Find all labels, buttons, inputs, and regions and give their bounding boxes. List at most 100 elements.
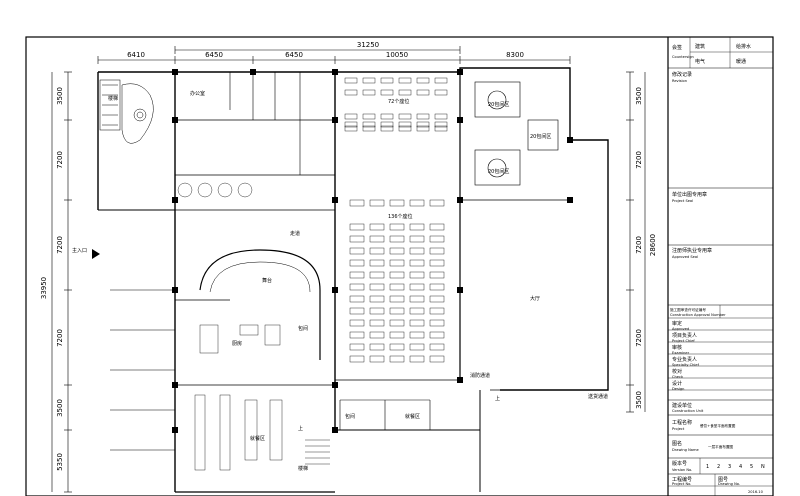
- dining-table: [398, 113, 412, 120]
- curved-partition: [199, 249, 321, 360]
- round-table: [197, 182, 213, 198]
- label-stair-a: 楼梯: [298, 465, 308, 472]
- dim-right-seg-1: 3500: [635, 87, 643, 105]
- dim-left-seg-2: 7200: [56, 151, 64, 169]
- dining-table: [349, 271, 365, 279]
- dining-table: [369, 319, 385, 327]
- dining-table: [349, 295, 365, 303]
- dining-table: [369, 271, 385, 279]
- tb-version-num-3: 3: [728, 464, 731, 470]
- tb-role-en-5: Check: [672, 375, 684, 379]
- dining-table: [369, 295, 385, 303]
- tb-role-4: 专业负责人: [672, 356, 697, 363]
- dining-table: [389, 271, 405, 279]
- tb-electrical: 电气: [695, 58, 705, 65]
- dim-right-total: 28600: [649, 234, 657, 256]
- dim-right-seg-5: 3500: [635, 391, 643, 409]
- dining-table: [349, 331, 365, 339]
- dim-right-seg-2: 7200: [635, 151, 643, 169]
- tb-reg-seal: 注册师执业专用章: [672, 247, 712, 254]
- dining-table: [344, 113, 358, 120]
- dining-table: [434, 121, 448, 128]
- dining-table: [434, 113, 448, 120]
- tb-role-2: 项目负责人: [672, 332, 697, 339]
- dining-table: [434, 77, 448, 84]
- label-fire-passage: 消防通道: [470, 372, 490, 379]
- sheet-border: [25, 36, 774, 496]
- dining-table: [429, 331, 445, 339]
- dining-table: [398, 77, 412, 84]
- curved-partition-inner: [209, 261, 311, 293]
- label-room-a: 包间: [345, 413, 355, 420]
- dining-table: [409, 307, 425, 315]
- dim-left-seg-4: 7200: [56, 329, 64, 347]
- dining-table: [380, 125, 394, 132]
- tb-remarks-en: Revision: [672, 79, 687, 83]
- label-stage: 舞台: [262, 277, 272, 284]
- kitchen-counter: [194, 394, 206, 471]
- label-entrance: 主入口: [72, 247, 87, 254]
- tb-job-no-en: Project No.: [672, 482, 691, 486]
- dining-table: [389, 283, 405, 291]
- tb-role-1: 审定: [672, 320, 682, 327]
- dining-table: [349, 355, 365, 363]
- dining-table: [389, 331, 405, 339]
- dining-table: [380, 89, 394, 96]
- dining-table: [349, 259, 365, 267]
- dining-table: [344, 89, 358, 96]
- dining-table: [362, 89, 376, 96]
- dining-table: [429, 343, 445, 351]
- dining-table: [416, 113, 430, 120]
- tb-version-en: Version No.: [672, 468, 692, 472]
- dim-top-seg-3: 6450: [285, 51, 303, 59]
- dining-table: [369, 355, 385, 363]
- label-private-room-a: 20包间区: [488, 101, 509, 108]
- dim-top-seg-2: 6450: [205, 51, 223, 59]
- dining-table: [349, 247, 365, 255]
- tb-role-en-3: Examiner: [672, 351, 690, 355]
- kitchen-counter: [219, 394, 231, 471]
- dining-table: [344, 121, 358, 128]
- tb-role-6: 设计: [672, 380, 682, 387]
- top-dimension-chain: [97, 46, 571, 64]
- dining-table: [389, 319, 405, 327]
- dining-table: [409, 355, 425, 363]
- dining-table: [416, 89, 430, 96]
- private-rooms: [474, 81, 559, 186]
- dining-table: [389, 343, 405, 351]
- tb-version-num-4: 4: [739, 464, 742, 470]
- tb-drawing-en: Drawing Name: [672, 448, 699, 452]
- tb-reg-seal-en: Approved Seal: [672, 255, 698, 259]
- dim-left-seg-3: 7200: [56, 236, 64, 254]
- dining-table: [369, 307, 385, 315]
- dining-table: [434, 125, 448, 132]
- dining-table: [369, 283, 385, 291]
- structural-columns: [172, 69, 573, 433]
- tb-project-value: 餐饮+食堂平面布置图: [700, 423, 736, 428]
- title-block: [667, 37, 773, 496]
- tb-review-cert: 施工图审查许可证编号: [670, 307, 706, 312]
- tb-review-cert-en: Construction Approval Number: [670, 313, 726, 317]
- dining-table: [369, 199, 385, 207]
- dining-table: [429, 283, 445, 291]
- dining-seats-136: [349, 199, 445, 363]
- tb-sheet-no: 图号: [718, 477, 728, 483]
- dining-table: [409, 295, 425, 303]
- label-office: 办公室: [190, 90, 205, 97]
- dining-table: [362, 125, 376, 132]
- dining-table: [349, 235, 365, 243]
- label-private-room-c: 20包间区: [530, 133, 551, 140]
- tb-role-en-6: Design: [672, 387, 684, 391]
- dining-table: [398, 89, 412, 96]
- dining-table: [389, 247, 405, 255]
- kitchen-counter: [244, 399, 258, 461]
- dining-table: [349, 199, 365, 207]
- tb-countersign: 会签: [672, 44, 682, 51]
- dining-seats-72: [344, 77, 448, 132]
- dining-table: [362, 77, 376, 84]
- kitchen-counter: [239, 324, 259, 336]
- tb-architecture: 建筑: [695, 43, 705, 50]
- tb-unit-seal-en: Project Seal: [672, 199, 693, 203]
